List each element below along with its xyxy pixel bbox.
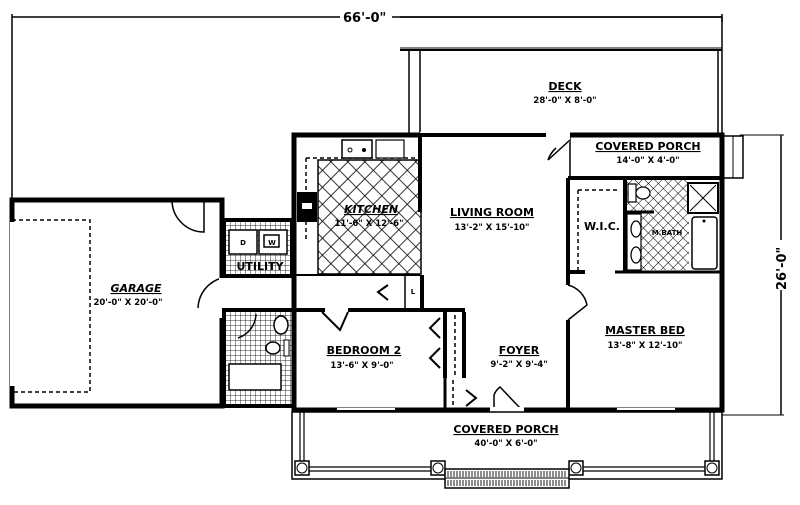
- foyer-label: FOYER: [499, 344, 540, 357]
- garage: GARAGE 20'-0" X 20'-0": [9, 197, 225, 409]
- rear-porch-size: 14'-0" X 4'-0": [616, 156, 679, 166]
- bedroom-2-label: BEDROOM 2: [327, 344, 402, 357]
- kitchen: KITCHEN 11'-6" X 12'-6": [297, 135, 422, 275]
- overall-depth-dimension: 26'-0": [722, 134, 790, 416]
- foyer: FOYER 9'-2" X 9'-4": [465, 344, 548, 413]
- deck-size: 28'-0" X 8'-0": [533, 96, 596, 106]
- utility-room: D W UTILITY: [222, 218, 294, 278]
- dryer-label: D: [240, 239, 246, 247]
- front-covered-porch: COVERED PORCH 40'-0" X 6'-0": [291, 411, 723, 489]
- master-bed-size: 13'-8" X 12'-10": [608, 341, 683, 351]
- front-porch-size: 40'-0" X 6'-0": [474, 439, 537, 449]
- kitchen-label: KITCHEN: [344, 203, 398, 216]
- deck: DECK 28'-0" X 8'-0": [400, 16, 723, 135]
- hallway: L: [294, 274, 424, 310]
- porch-column: [568, 460, 584, 476]
- front-porch-label: COVERED PORCH: [453, 423, 558, 436]
- garage-label: GARAGE: [110, 282, 162, 295]
- foyer-size: 9'-2" X 9'-4": [490, 360, 547, 370]
- master-bath-label: M.BATH: [652, 229, 683, 237]
- utility-label: UTILITY: [236, 260, 284, 273]
- front-steps: [444, 468, 570, 489]
- living-room-size: 13'-2" X 15'-10": [455, 223, 530, 233]
- garage-size: 20'-0" X 20'-0": [93, 298, 162, 308]
- garage-bath: [222, 308, 296, 408]
- washer-label: W: [268, 239, 276, 247]
- rear-porch-label: COVERED PORCH: [595, 140, 700, 153]
- deck-label: DECK: [548, 80, 582, 93]
- overall-width-label: 66'-0": [343, 11, 386, 26]
- rear-covered-porch: COVERED PORCH 14'-0" X 4'-0": [569, 134, 744, 179]
- porch-column: [294, 460, 310, 476]
- master-suite: W.I.C. M.BATH MASTER BED 13'-8" X 12'-10…: [566, 176, 722, 410]
- living-room-label: LIVING ROOM: [450, 206, 534, 219]
- porch-column: [430, 460, 446, 476]
- kitchen-size: 11'-6" X 12'-6": [334, 219, 403, 229]
- living-room: LIVING ROOM 13'-2" X 15'-10": [450, 206, 534, 233]
- master-bed-label: MASTER BED: [605, 324, 685, 337]
- bedroom-2-size: 13'-6" X 9'-0": [330, 361, 393, 371]
- wic-label: W.I.C.: [584, 220, 620, 233]
- bedroom-2: BEDROOM 2 13'-6" X 9'-0": [294, 308, 466, 410]
- porch-column: [704, 460, 720, 476]
- overall-depth-label: 26'-0": [775, 247, 790, 290]
- linen-label: L: [411, 288, 416, 296]
